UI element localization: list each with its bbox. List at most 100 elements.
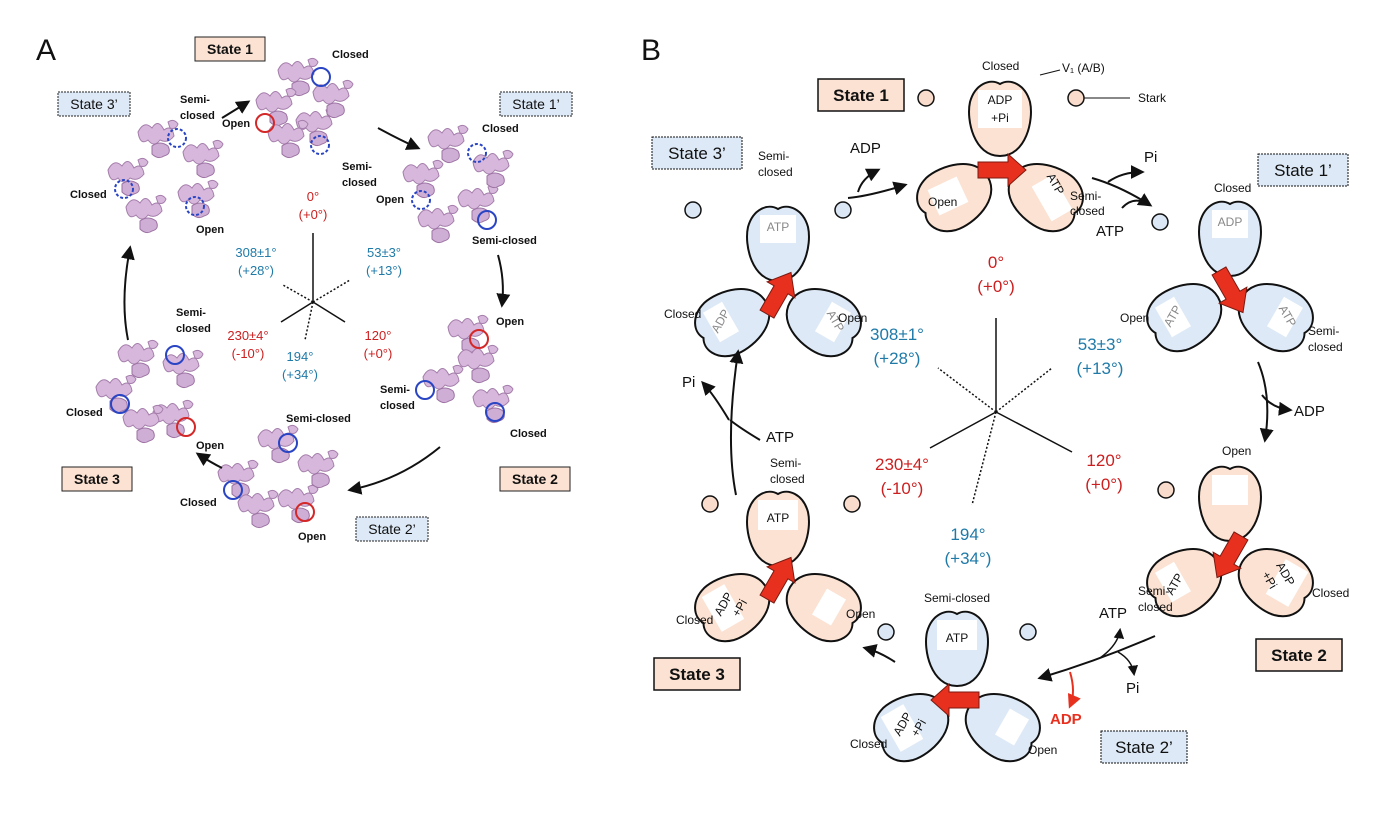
b-s2p-closed: Closed	[850, 737, 887, 751]
svg-text:(+34°): (+34°)	[282, 367, 318, 382]
svg-text:194°: 194°	[950, 525, 985, 544]
b-state-1p: State 1’	[1274, 161, 1332, 180]
svg-text:120°: 120°	[1086, 451, 1121, 470]
svg-text:Closed: Closed	[482, 123, 519, 135]
svg-text:53±3°: 53±3°	[367, 245, 401, 260]
svg-text:Open: Open	[196, 224, 224, 236]
a-state-2: State 2	[512, 471, 558, 487]
legend-v1: V₁ (A/B)	[1062, 61, 1105, 75]
b-s2p-open: Open	[1028, 743, 1057, 757]
b-rotor-state-2	[1137, 465, 1323, 627]
svg-text:Open: Open	[376, 194, 404, 206]
svg-text:(+0°): (+0°)	[364, 346, 393, 361]
b-s1-semi2: closed	[1070, 204, 1105, 218]
svg-text:194°: 194°	[287, 349, 314, 364]
b-s1p-semi2: closed	[1308, 340, 1343, 354]
svg-text:Closed: Closed	[70, 189, 107, 201]
b-s2-open: Open	[1222, 444, 1251, 458]
b-s3p-open: Open	[838, 311, 867, 325]
svg-text:Open: Open	[496, 316, 524, 328]
b-s1-adp: ADP	[988, 93, 1013, 107]
panel-b-angle-labels: 0° (+0°) 53±3° (+13°) 120° (+0°) 194° (+…	[870, 253, 1123, 568]
svg-text:0°: 0°	[988, 253, 1004, 272]
a-state-2p: State 2’	[368, 521, 415, 537]
svg-text:(-10°): (-10°)	[232, 346, 265, 361]
svg-text:ADP: ADP	[1050, 711, 1082, 728]
svg-text:(-10°): (-10°)	[881, 479, 924, 498]
b-s3p-closed: Closed	[664, 307, 701, 321]
b-s1-open: Open	[928, 195, 957, 209]
b-state-1: State 1	[833, 86, 889, 105]
panel-b-label: B	[641, 34, 661, 67]
svg-text:(+28°): (+28°)	[874, 349, 921, 368]
panel-a-rotation-star	[280, 233, 351, 341]
svg-text:ADP: ADP	[850, 140, 881, 157]
a-state-1: State 1	[207, 41, 253, 57]
svg-text:Open: Open	[298, 531, 326, 543]
a-state-3p: State 3’	[70, 96, 117, 112]
svg-text:Pi: Pi	[1126, 680, 1139, 697]
b-adp-release-arrow	[1067, 671, 1081, 709]
b-s3p-semi2: closed	[758, 165, 793, 179]
svg-text:ATP: ATP	[1096, 223, 1124, 240]
b-state-2: State 2	[1271, 646, 1327, 665]
b-s1-closed: Closed	[982, 59, 1019, 73]
svg-text:ADP: ADP	[1294, 403, 1325, 420]
b-s2-semi2: closed	[1138, 600, 1173, 614]
b-state-3: State 3	[669, 665, 725, 684]
b-s1p-adp: ADP	[1218, 215, 1243, 229]
svg-text:Semi-closed: Semi-closed	[286, 413, 351, 425]
svg-text:(+34°): (+34°)	[945, 549, 992, 568]
svg-text:Semi-: Semi-	[342, 161, 372, 173]
svg-text:53±3°: 53±3°	[1078, 335, 1123, 354]
b-s2-semi1: Semi-	[1138, 584, 1169, 598]
b-s2p-semi: Semi-closed	[924, 591, 990, 605]
svg-text:closed: closed	[180, 110, 215, 122]
svg-text:120°: 120°	[365, 328, 392, 343]
svg-text:(+0°): (+0°)	[1085, 475, 1123, 494]
b-s2-closed: Closed	[1312, 586, 1349, 600]
b-s3p-semi1: Semi-	[758, 149, 789, 163]
a-state-3: State 3	[74, 471, 120, 487]
b-rotor-state-1	[907, 80, 1093, 242]
b-s2p-atp: ATP	[946, 631, 968, 645]
panel-a-angle-labels: 0° (+0°) 53±3° (+13°) 120° (+0°) 194° (+…	[227, 189, 402, 382]
b-state-3p: State 3’	[668, 144, 726, 163]
svg-text:Open: Open	[196, 440, 224, 452]
panel-a-subunit-circles	[110, 67, 505, 522]
b-rotor-state-1p	[1137, 200, 1323, 362]
svg-text:Pi: Pi	[682, 374, 695, 391]
a-state-1p: State 1’	[512, 96, 559, 112]
b-s3-semi2: closed	[770, 472, 805, 486]
panel-b-reaction-labels: ADP Pi ATP ADP ATP Pi ADP Pi ATP	[682, 140, 1325, 728]
svg-text:308±1°: 308±1°	[870, 325, 924, 344]
svg-text:(+0°): (+0°)	[299, 207, 328, 222]
svg-text:0°: 0°	[307, 189, 319, 204]
b-state-2p: State 2’	[1115, 738, 1173, 757]
b-s1p-semi1: Semi-	[1308, 324, 1339, 338]
legend-stalk: Stark	[1138, 91, 1167, 105]
b-s3p-atp-top: ATP	[767, 220, 789, 234]
b-s1-pi: +Pi	[991, 111, 1009, 125]
b-s1p-closed: Closed	[1214, 181, 1251, 195]
svg-text:(+28°): (+28°)	[238, 263, 274, 278]
svg-text:closed: closed	[380, 400, 415, 412]
svg-text:(+13°): (+13°)	[1077, 359, 1124, 378]
panel-a-cycle-arrows	[121, 100, 511, 495]
panel-a-label: A	[36, 34, 56, 67]
svg-text:(+0°): (+0°)	[977, 277, 1015, 296]
svg-text:Closed: Closed	[332, 49, 369, 61]
svg-text:Closed: Closed	[180, 497, 217, 509]
panel-b-rotation-star	[929, 318, 1073, 506]
panel-b-cycle-arrows	[701, 165, 1293, 682]
svg-text:Semi-: Semi-	[380, 384, 410, 396]
svg-text:closed: closed	[342, 177, 377, 189]
svg-text:(+13°): (+13°)	[366, 263, 402, 278]
svg-text:closed: closed	[176, 323, 211, 335]
b-rotor-state-3	[685, 490, 871, 652]
b-rotor-state-2p	[864, 610, 1050, 772]
svg-text:Semi-closed: Semi-closed	[472, 235, 537, 247]
svg-text:Semi-: Semi-	[180, 94, 210, 106]
svg-text:308±1°: 308±1°	[235, 245, 276, 260]
b-s1-semi1: Semi-	[1070, 189, 1101, 203]
